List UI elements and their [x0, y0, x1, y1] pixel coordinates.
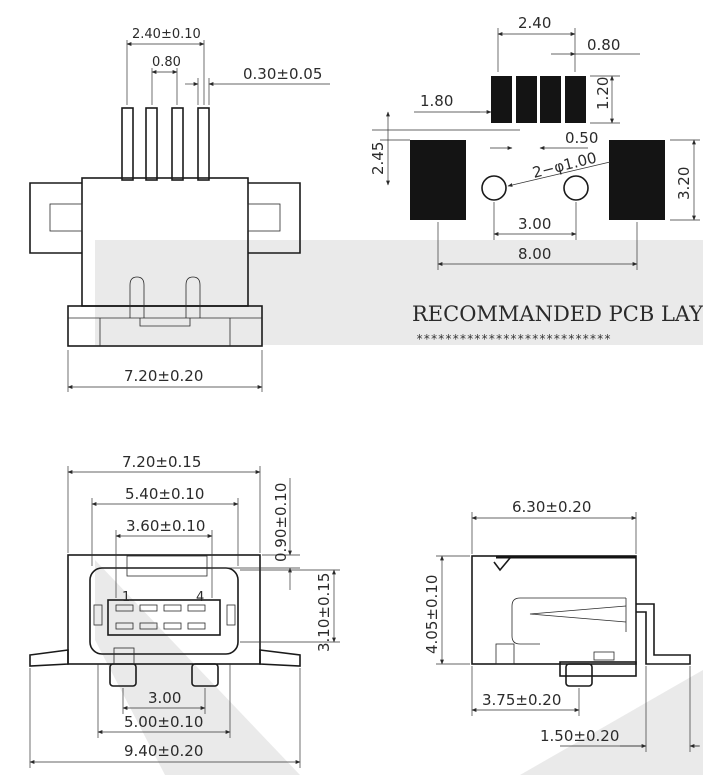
key-slot: [126, 555, 208, 577]
bottom-height-label: 3.10±0.15: [315, 573, 333, 652]
bottom-inner-width-label: 3.60±0.10: [126, 517, 205, 535]
side-tab-length-label: 1.50±0.20: [540, 727, 619, 745]
side-view: 6.30±0.20 4.05±0.10 3.75±0.20 1.50±0.20: [423, 498, 700, 752]
pcb-layout-underline: ***************************: [416, 332, 611, 346]
bottom-flange-width-label: 9.40±0.20: [124, 742, 203, 760]
pcb-hole-spacing-label: 3.00: [518, 215, 551, 233]
contact-block: [107, 599, 221, 636]
pcb-mount-height-label: 2.45: [369, 142, 387, 175]
watermark-shapes: [95, 240, 703, 775]
pcb-pad-width-label: 0.50: [565, 129, 598, 147]
bottom-top-gap-label: 0.90±0.10: [272, 483, 290, 562]
connector-base: [67, 305, 263, 347]
front-view: 2.40±0.10 0.80 0.30±0.05 7.20±0.20: [29, 27, 330, 392]
bottom-body: [67, 554, 261, 665]
pad-1: [491, 76, 512, 123]
side-depth-label: 6.30±0.20: [512, 498, 591, 516]
pcb-pad-span-label: 2.40: [518, 14, 551, 32]
pin-1: [121, 107, 134, 181]
right-flange: [259, 649, 301, 667]
front-pitch-label: 0.80: [152, 55, 181, 70]
side-base: [559, 661, 637, 677]
side-post-offset-label: 3.75±0.20: [482, 691, 561, 709]
right-tab: [248, 182, 301, 254]
pin-2: [145, 107, 158, 181]
pad-3: [540, 76, 561, 123]
bottom-post-spacing-label: 3.00: [148, 689, 181, 707]
mount-pad-left: [410, 140, 466, 220]
bottom-view: 7.20±0.15 5.40±0.10 3.60±0.10 0.90±0.10 …: [29, 453, 340, 768]
front-width-label: 7.20±0.20: [124, 367, 203, 385]
post-right: [191, 663, 219, 687]
pin-4-marker: 4: [196, 590, 204, 605]
pin-1-marker: 1: [122, 590, 130, 605]
pcb-pad-pitch-label: 0.80: [587, 36, 620, 54]
side-height-label: 4.05±0.10: [423, 575, 441, 654]
side-post: [565, 663, 593, 687]
pin-4: [197, 107, 210, 181]
front-pitch-total-label: 2.40±0.10: [132, 27, 201, 42]
hole-right: [563, 175, 589, 201]
hole-left: [481, 175, 507, 201]
left-flange: [29, 649, 69, 667]
pcb-offset-label: 1.80: [420, 92, 453, 110]
receptacle-opening: [89, 567, 239, 655]
pin-3: [171, 107, 184, 181]
mount-pad-right: [609, 140, 665, 220]
pcb-mount-width-label: 3.20: [675, 167, 693, 200]
bottom-outer-width-label: 7.20±0.15: [122, 453, 201, 471]
left-tab: [29, 182, 82, 254]
pcb-layout-title: RECOMMANDED PCB LAYOUT: [412, 302, 703, 326]
latch-check: [493, 557, 511, 572]
pcb-holes-label: 2−φ1.00: [531, 149, 599, 182]
side-tab: [636, 603, 691, 665]
pcb-pad-length-label: 1.20: [594, 77, 612, 110]
bottom-post-outer-label: 5.00±0.10: [124, 713, 203, 731]
pad-2: [516, 76, 537, 123]
pad-4: [565, 76, 586, 123]
front-pin-width-label: 0.30±0.05: [243, 65, 322, 83]
bottom-mid-width-label: 5.40±0.10: [125, 485, 204, 503]
side-body: [471, 555, 637, 665]
pcb-mount-spacing-label: 8.00: [518, 245, 551, 263]
